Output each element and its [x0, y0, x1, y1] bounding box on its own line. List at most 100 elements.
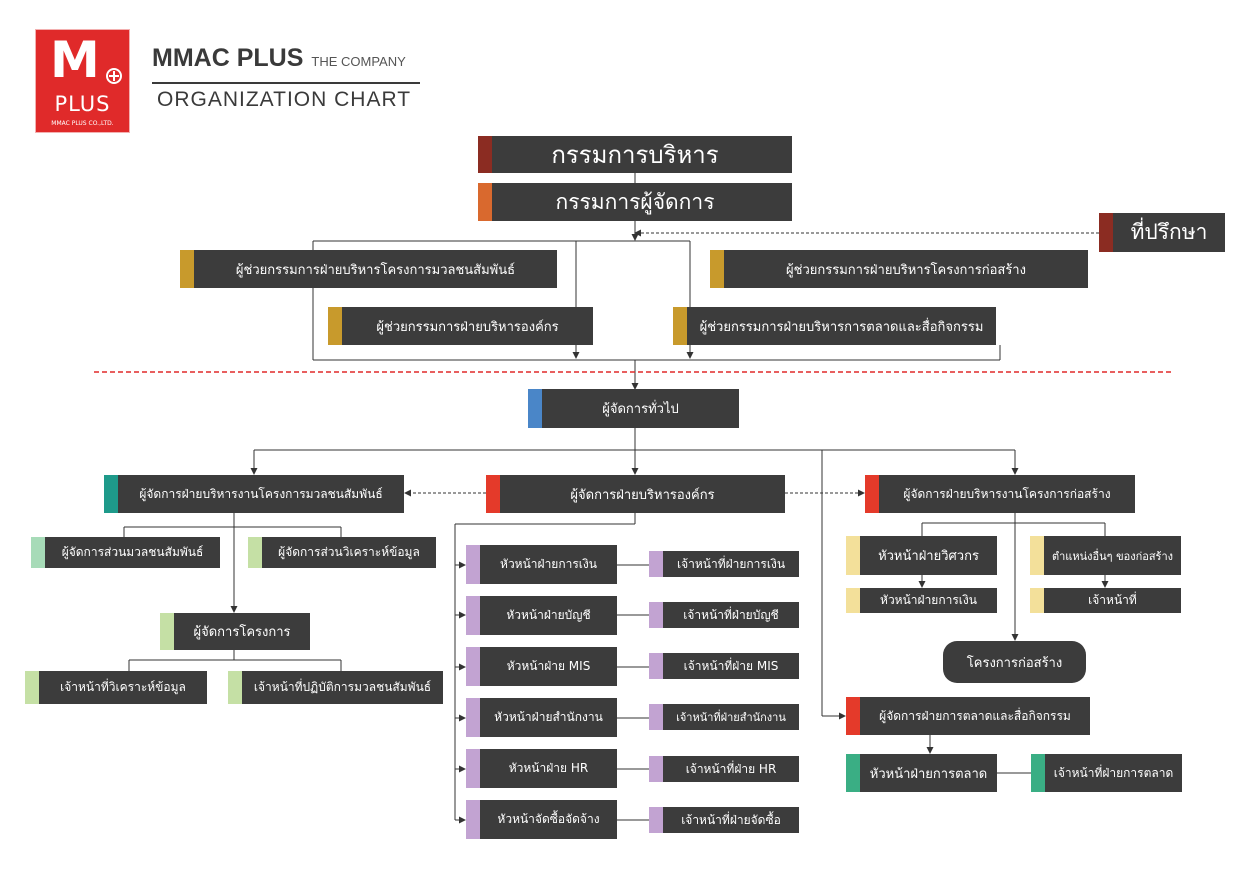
head-purchasing-label: หัวหน้าจัดซื้อจัดจ้าง	[497, 812, 600, 826]
managing-director-label: กรรมการผู้จัดการ	[555, 189, 715, 214]
accent-bar	[25, 671, 39, 704]
staff-mass-ops-label: เจ้าหน้าที่ปฏิบัติการมวลชนสัมพันธ์	[253, 680, 432, 694]
accent-bar	[466, 647, 480, 686]
advisor-box: ที่ปรึกษา	[1099, 213, 1225, 252]
section-analysis-label: ผู้จัดการส่วนวิเคราะห์ข้อมูล	[278, 545, 420, 559]
staff-construction-label: เจ้าหน้าที่	[1088, 593, 1137, 607]
staff-purchasing-box: เจ้าหน้าที่ฝ่ายจัดซื้อ	[649, 807, 799, 833]
head-mis-box: หัวหน้าฝ่าย MIS	[466, 647, 617, 686]
accent-bar	[31, 537, 45, 568]
staff-finance-box: เจ้าหน้าที่ฝ่ายการเงิน	[649, 551, 799, 577]
head-mis-label: หัวหน้าฝ่าย MIS	[506, 659, 591, 673]
staff-office-label: เจ้าหน้าที่ฝ่ายสำนักงาน	[676, 711, 786, 724]
manager-marketing-box: ผู้จัดการฝ่ายการตลาดและสื่อกิจกรรม	[846, 697, 1090, 735]
accent-bar	[328, 307, 342, 345]
accent-bar	[248, 537, 262, 568]
section-mass-comm-label: ผู้จัดการส่วนมวลชนสัมพันธ์	[61, 545, 204, 559]
head-marketing-label: หัวหน้าฝ่ายการตลาด	[869, 766, 988, 782]
accent-bar	[846, 536, 860, 575]
accent-bar	[846, 588, 860, 613]
assistant-marketing-label: ผู้ช่วยกรรมการฝ่ายบริหารการตลาดและสื่อกิ…	[699, 319, 984, 335]
accent-bar	[528, 389, 542, 428]
managing-director-box: กรรมการผู้จัดการ	[478, 183, 792, 221]
other-positions-box: ตำแหน่งอื่นๆ ของก่อสร้าง	[1030, 536, 1181, 575]
assistant-marketing-box: ผู้ช่วยกรรมการฝ่ายบริหารการตลาดและสื่อกิ…	[673, 307, 996, 345]
accent-bar	[865, 475, 879, 513]
manager-org-box: ผู้จัดการฝ่ายบริหารองค์กร	[486, 475, 785, 513]
manager-mass-comm-label: ผู้จัดการฝ่ายบริหารงานโครงการมวลชนสัมพัน…	[139, 486, 383, 501]
head-hr-label: หัวหน้าฝ่าย HR	[508, 761, 589, 775]
project-manager-box: ผู้จัดการโครงการ	[160, 613, 310, 650]
accent-bar	[486, 475, 500, 513]
accent-bar	[649, 551, 663, 577]
accent-bar	[180, 250, 194, 288]
staff-accounting-label: เจ้าหน้าที่ฝ่ายบัญชี	[683, 607, 779, 622]
construction-projects-label: โครงการก่อสร้าง	[966, 655, 1063, 671]
accent-bar	[104, 475, 118, 513]
staff-accounting-box: เจ้าหน้าที่ฝ่ายบัญชี	[649, 602, 799, 628]
head-marketing-box: หัวหน้าฝ่ายการตลาด	[846, 754, 997, 792]
assistant-construction-label: ผู้ช่วยกรรมการฝ่ายบริหารโครงการก่อสร้าง	[786, 262, 1026, 278]
head-finance-construction-label: หัวหน้าฝ่ายการเงิน	[880, 593, 977, 607]
staff-mis-box: เจ้าหน้าที่ฝ่าย MIS	[649, 653, 799, 679]
staff-analysis-box: เจ้าหน้าที่วิเคราะห์ข้อมูล	[25, 671, 207, 704]
assistant-mass-comm-label: ผู้ช่วยกรรมการฝ่ายบริหารโครงการมวลชนสัมพ…	[235, 262, 516, 278]
staff-mis-label: เจ้าหน้าที่ฝ่าย MIS	[683, 658, 779, 673]
head-finance-construction-box: หัวหน้าฝ่ายการเงิน	[846, 588, 997, 613]
construction-projects-box: โครงการก่อสร้าง	[943, 641, 1086, 683]
staff-mass-ops-box: เจ้าหน้าที่ปฏิบัติการมวลชนสัมพันธ์	[228, 671, 443, 704]
plus-circle-icon	[106, 68, 122, 84]
accent-bar	[478, 136, 492, 173]
head-hr-box: หัวหน้าฝ่าย HR	[466, 749, 617, 788]
staff-hr-label: เจ้าหน้าที่ฝ่าย HR	[685, 761, 777, 776]
staff-finance-label: เจ้าหน้าที่ฝ่ายการเงิน	[676, 556, 786, 571]
logo-letter: M	[50, 31, 100, 89]
company-logo: M PLUS MMAC PLUS CO.,LTD.	[35, 29, 130, 133]
executive-board-label: กรรมการบริหาร	[551, 141, 719, 169]
executive-board-box: กรรมการบริหาร	[478, 136, 792, 173]
manager-marketing-label: ผู้จัดการฝ่ายการตลาดและสื่อกิจกรรม	[879, 708, 1071, 723]
accent-bar	[1030, 536, 1044, 575]
brand-rule	[152, 82, 420, 84]
accent-bar	[466, 800, 480, 839]
head-engineering-box: หัวหน้าฝ่ายวิศวกร	[846, 536, 997, 575]
accent-bar	[466, 545, 480, 584]
assistant-org-label: ผู้ช่วยกรรมการฝ่ายบริหารองค์กร	[376, 319, 559, 335]
head-finance-box: หัวหน้าฝ่ายการเงิน	[466, 545, 617, 584]
assistant-mass-comm-box: ผู้ช่วยกรรมการฝ่ายบริหารโครงการมวลชนสัมพ…	[180, 250, 557, 288]
accent-bar	[649, 704, 663, 730]
manager-mass-comm-box: ผู้จัดการฝ่ายบริหารงานโครงการมวลชนสัมพัน…	[104, 475, 404, 513]
staff-purchasing-label: เจ้าหน้าที่ฝ่ายจัดซื้อ	[681, 812, 781, 827]
accent-bar	[1099, 213, 1113, 252]
manager-construction-label: ผู้จัดการฝ่ายบริหารงานโครงการก่อสร้าง	[903, 486, 1111, 501]
general-manager-box: ผู้จัดการทั่วไป	[528, 389, 739, 428]
other-positions-label: ตำแหน่งอื่นๆ ของก่อสร้าง	[1051, 549, 1174, 563]
section-analysis-box: ผู้จัดการส่วนวิเคราะห์ข้อมูล	[248, 537, 436, 568]
section-mass-comm-box: ผู้จัดการส่วนมวลชนสัมพันธ์	[31, 537, 220, 568]
accent-bar	[649, 653, 663, 679]
staff-hr-box: เจ้าหน้าที่ฝ่าย HR	[649, 756, 799, 782]
accent-bar	[649, 602, 663, 628]
accent-bar	[228, 671, 242, 704]
accent-bar	[846, 697, 860, 735]
accent-bar	[1030, 588, 1044, 613]
assistant-construction-box: ผู้ช่วยกรรมการฝ่ายบริหารโครงการก่อสร้าง	[710, 250, 1088, 288]
manager-org-label: ผู้จัดการฝ่ายบริหารองค์กร	[570, 487, 715, 503]
accent-bar	[466, 596, 480, 635]
accent-bar	[649, 756, 663, 782]
brand-tag: THE COMPANY	[311, 54, 406, 69]
accent-bar	[466, 749, 480, 788]
accent-bar	[160, 613, 174, 650]
accent-bar	[649, 807, 663, 833]
head-office-box: หัวหน้าฝ่ายสำนักงาน	[466, 698, 617, 737]
accent-bar	[478, 183, 492, 221]
staff-analysis-label: เจ้าหน้าที่วิเคราะห์ข้อมูล	[60, 680, 186, 694]
head-finance-label: หัวหน้าฝ่ายการเงิน	[500, 557, 597, 571]
advisor-label: ที่ปรึกษา	[1130, 220, 1208, 244]
assistant-org-box: ผู้ช่วยกรรมการฝ่ายบริหารองค์กร	[328, 307, 593, 345]
head-purchasing-box: หัวหน้าจัดซื้อจัดจ้าง	[466, 800, 617, 839]
head-accounting-label: หัวหน้าฝ่ายบัญชี	[506, 608, 591, 622]
logo-word: PLUS	[54, 92, 111, 116]
accent-bar	[1031, 754, 1045, 792]
manager-construction-box: ผู้จัดการฝ่ายบริหารงานโครงการก่อสร้าง	[865, 475, 1135, 513]
